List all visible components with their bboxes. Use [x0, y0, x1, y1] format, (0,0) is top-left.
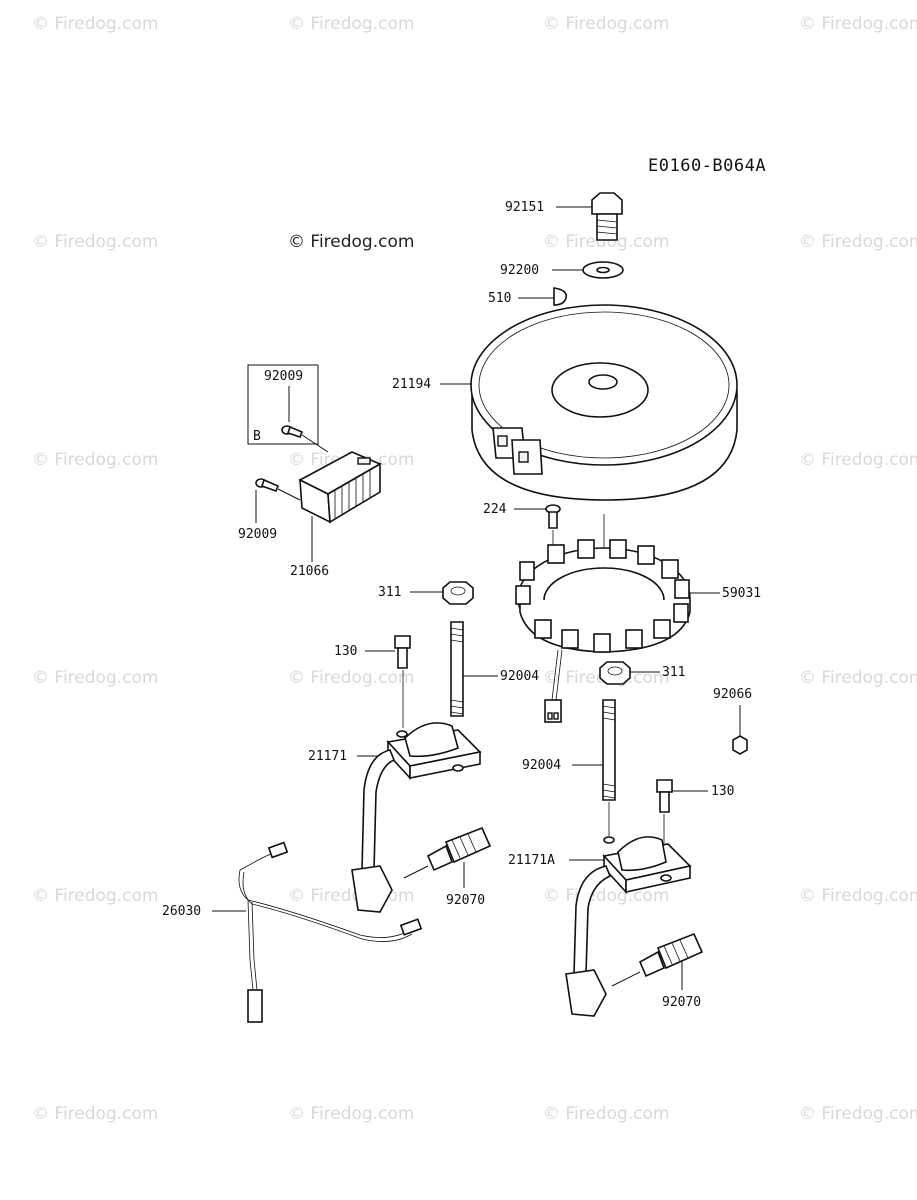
callout-21171: 21171 — [308, 749, 347, 764]
watermark: © Firedog.com — [543, 886, 669, 906]
bolt-130-left[interactable] — [394, 635, 411, 669]
key-510[interactable] — [553, 287, 568, 306]
callout-b: B — [253, 429, 261, 444]
callout-92009-top: 92009 — [264, 369, 303, 384]
screw-224[interactable] — [545, 504, 561, 529]
watermark: © Firedog.com — [32, 886, 158, 906]
screw-92009-bottom[interactable] — [255, 478, 280, 493]
screw-92009-top[interactable] — [281, 425, 304, 438]
bolt-92151[interactable] — [591, 192, 623, 241]
callout-92066: 92066 — [713, 687, 752, 702]
nut-92066[interactable] — [732, 735, 748, 755]
callout-311-right: 311 — [662, 665, 685, 680]
watermark: © Firedog.com — [543, 232, 669, 252]
callout-92009-bottom: 92009 — [238, 527, 277, 542]
spark-plug-92070-left[interactable] — [426, 826, 492, 872]
spark-plug-92070-right[interactable] — [638, 932, 704, 978]
callout-92070-left: 92070 — [446, 893, 485, 908]
wire-harness-26030[interactable] — [238, 841, 423, 1023]
callout-21066: 21066 — [290, 564, 329, 579]
stud-92004-right[interactable] — [602, 699, 616, 801]
callout-92151: 92151 — [505, 200, 544, 215]
flywheel-21194[interactable] — [470, 304, 738, 501]
nut-311-right[interactable] — [599, 661, 631, 685]
watermark: © Firedog.com — [288, 1104, 414, 1124]
watermark: © Firedog.com — [799, 1104, 917, 1124]
diagram-code: E0160-B064A — [648, 156, 766, 176]
watermark: © Firedog.com — [799, 14, 917, 34]
watermark: © Firedog.com — [799, 232, 917, 252]
watermark: © Firedog.com — [543, 1104, 669, 1124]
watermark: © Firedog.com — [32, 668, 158, 688]
ignition-coil-21171A[interactable] — [602, 836, 692, 895]
callout-92004-left: 92004 — [500, 669, 539, 684]
watermark: © Firedog.com — [32, 450, 158, 470]
callout-224: 224 — [483, 502, 507, 517]
watermark: © Firedog.com — [799, 886, 917, 906]
watermark: © Firedog.com — [288, 886, 414, 906]
watermark: © Firedog.com — [799, 450, 917, 470]
detail-box-b — [247, 364, 319, 445]
regulator-21066[interactable] — [298, 451, 382, 524]
spark-plug-cap-left[interactable] — [351, 749, 396, 913]
watermark: © Firedog.com — [32, 1104, 158, 1124]
watermark: © Firedog.com — [799, 668, 917, 688]
ignition-coil-21171[interactable] — [386, 722, 482, 781]
callout-92070-right: 92070 — [662, 995, 701, 1010]
callout-130-right: 130 — [711, 784, 734, 799]
watermark: © Firedog.com — [288, 14, 414, 34]
watermark: © Firedog.com — [32, 14, 158, 34]
callout-21194: 21194 — [392, 377, 431, 392]
watermark: © Firedog.com — [288, 668, 414, 688]
stud-92004-left[interactable] — [450, 621, 464, 717]
callout-26030: 26030 — [162, 904, 201, 919]
callout-92004-right: 92004 — [522, 758, 561, 773]
callout-21171A: 21171A — [508, 853, 555, 868]
stator-59031[interactable] — [515, 539, 691, 653]
callout-59031: 59031 — [722, 586, 761, 601]
watermark: © Firedog.com — [543, 14, 669, 34]
spark-plug-cap-right[interactable] — [565, 865, 612, 1017]
watermark-grid: © Firedog.com © Firedog.com © Firedog.co… — [32, 14, 917, 1124]
washer-92200[interactable] — [582, 261, 624, 279]
callout-311-left: 311 — [378, 585, 401, 600]
bolt-130-right[interactable] — [656, 779, 673, 813]
callout-130-left: 130 — [334, 644, 357, 659]
callout-510: 510 — [488, 291, 511, 306]
copyright-text: © Firedog.com — [288, 232, 414, 252]
callout-92200: 92200 — [500, 263, 539, 278]
stator-lead-connector[interactable] — [544, 649, 563, 723]
watermark: © Firedog.com — [32, 232, 158, 252]
nut-311-left[interactable] — [442, 581, 474, 605]
